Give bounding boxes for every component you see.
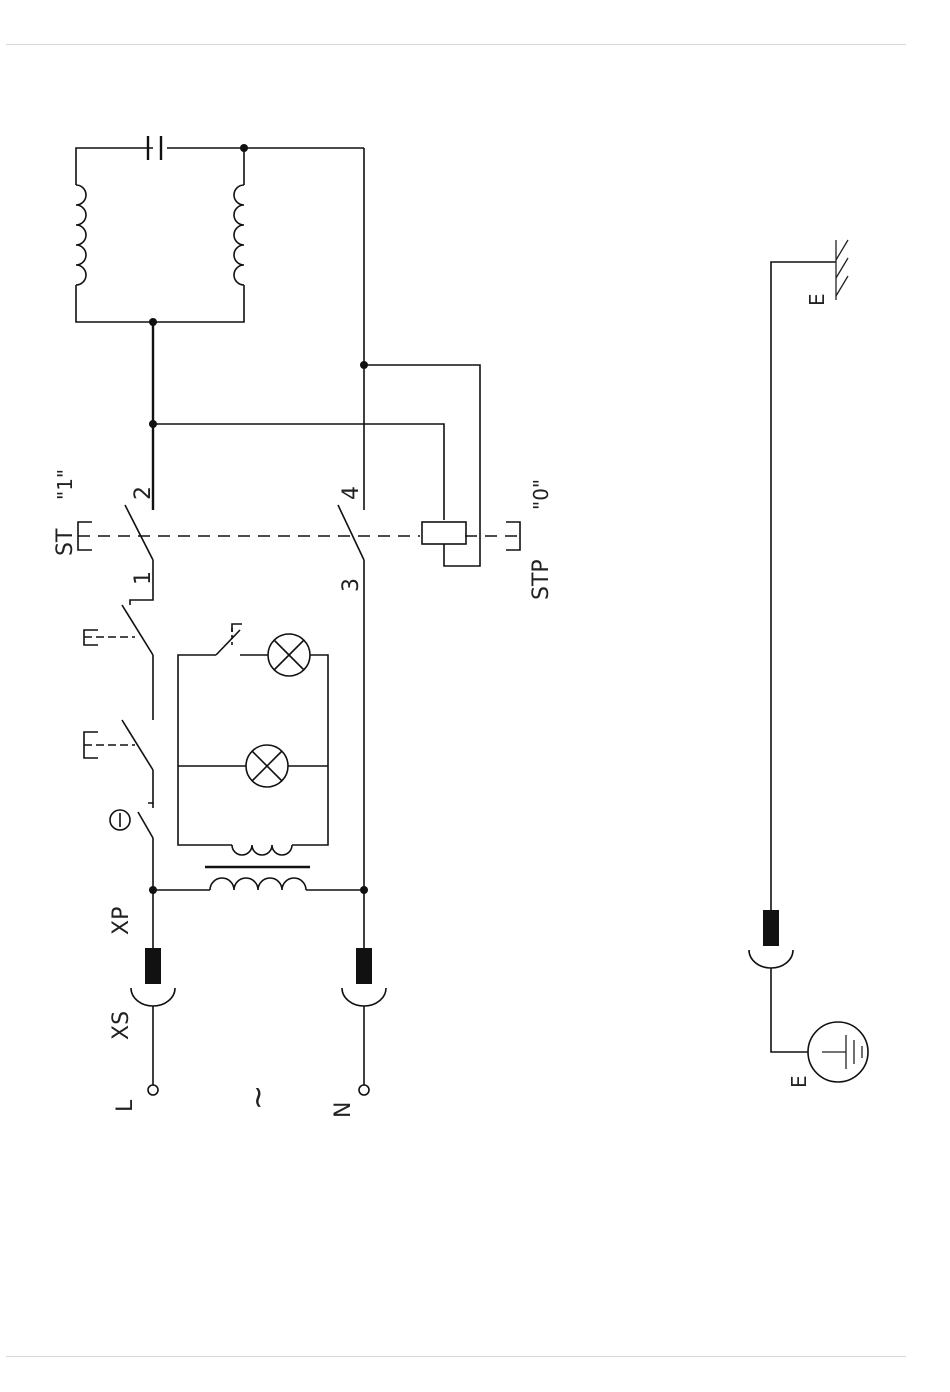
label-ac: ~	[241, 1085, 276, 1110]
push-button-1	[84, 630, 135, 645]
motor-windings	[76, 136, 364, 326]
label-contact-3: 3	[339, 578, 364, 592]
label-xp: XP	[109, 907, 134, 935]
thermal-icon	[110, 810, 130, 830]
switch-3-4-blade	[338, 505, 364, 560]
label-l: L	[113, 1099, 138, 1112]
plug-socket-n	[342, 948, 386, 1095]
thermal-switch-blade	[138, 812, 153, 838]
label-stp: STP	[529, 559, 554, 600]
label-contact-1: 1	[131, 571, 156, 585]
label-stp-pos: "0"	[529, 479, 553, 510]
label-earth-top: E	[805, 293, 829, 306]
label-contact-2: 2	[131, 486, 156, 500]
lamp-1	[178, 745, 328, 787]
label-contact-4: 4	[339, 486, 364, 500]
overload-relay	[360, 361, 480, 566]
label-st-pos: "1"	[53, 469, 77, 500]
switch-st-blade	[125, 505, 153, 560]
neutral-line	[338, 148, 368, 948]
push-button-2	[84, 732, 135, 758]
plug-socket-l	[131, 948, 175, 1095]
earth-line	[749, 240, 868, 1082]
label-xs: XS	[109, 1011, 134, 1040]
st-linkage	[78, 522, 520, 550]
label-st: ST	[53, 528, 78, 556]
door-switch-blade	[122, 605, 153, 655]
lamp-2	[216, 624, 310, 676]
label-n: N	[331, 1102, 356, 1118]
transformer	[153, 655, 364, 890]
label-earth-bottom: E	[787, 1075, 811, 1088]
